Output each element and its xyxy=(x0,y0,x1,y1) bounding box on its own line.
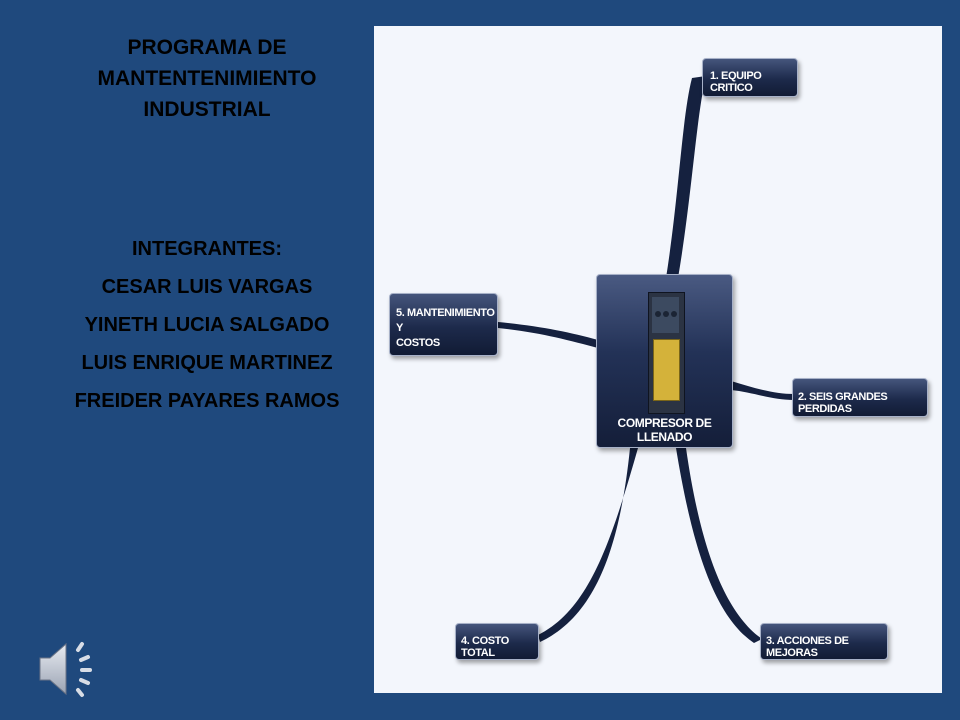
speaker-icon[interactable] xyxy=(36,638,104,700)
members-heading: INTEGRANTES: xyxy=(132,238,282,260)
member-name: FREIDER PAYARES RAMOS xyxy=(74,390,340,412)
member-name: YINETH LUCIA SALGADO xyxy=(84,314,330,336)
connector-acciones-mejoras xyxy=(676,448,762,643)
branch-label: 1. EQUIPO CRITICO xyxy=(710,70,762,94)
central-topic-label: COMPRESOR DE LLENADO xyxy=(617,416,712,444)
title-line: PROGRAMA DE xyxy=(127,36,287,59)
branch-equipo-critico: 1. EQUIPO CRITICO xyxy=(702,58,798,97)
member-name: CESAR LUIS VARGAS xyxy=(101,276,313,298)
mind-map-connectors xyxy=(498,76,794,643)
branch-mantenimiento-costos: 5. MANTENIMIENTO Y COSTOS xyxy=(389,293,498,356)
branch-label: 3. ACCIONES DE MEJORAS xyxy=(766,635,849,659)
branch-costo-total: 4. COSTO TOTAL xyxy=(455,623,539,660)
central-topic-compresor: COMPRESOR DE LLENADO xyxy=(596,274,733,448)
branch-label: 2. SEIS GRANDES PERDIDAS xyxy=(798,391,888,415)
slide-title: PROGRAMA DE MANTENTENIMIENTO INDUSTRIAL xyxy=(40,32,374,125)
branch-label: 4. COSTO TOTAL xyxy=(461,635,509,659)
title-line: MANTENTENIMIENTO xyxy=(97,67,317,90)
branch-label-line: 5. MANTENIMIENTO Y xyxy=(396,307,495,334)
connector-costo-total xyxy=(538,448,638,642)
connector-equipo-critico xyxy=(666,76,706,278)
title-line: INDUSTRIAL xyxy=(143,98,271,121)
branch-label-line: COSTOS xyxy=(396,337,440,349)
connector-seis-grandes-perdidas xyxy=(731,381,794,400)
branch-acciones-mejoras: 3. ACCIONES DE MEJORAS xyxy=(760,623,888,660)
mind-map-canvas: 1. EQUIPO CRITICO 2. SEIS GRANDES PERDID… xyxy=(374,26,942,693)
member-name: LUIS ENRIQUE MARTINEZ xyxy=(81,352,333,374)
branch-seis-grandes-perdidas: 2. SEIS GRANDES PERDIDAS xyxy=(792,378,928,417)
connector-mantenimiento-costos xyxy=(498,322,598,348)
compressor-machine-photo xyxy=(648,292,685,414)
members-list: INTEGRANTES: CESAR LUIS VARGAS YINETH LU… xyxy=(30,230,384,420)
